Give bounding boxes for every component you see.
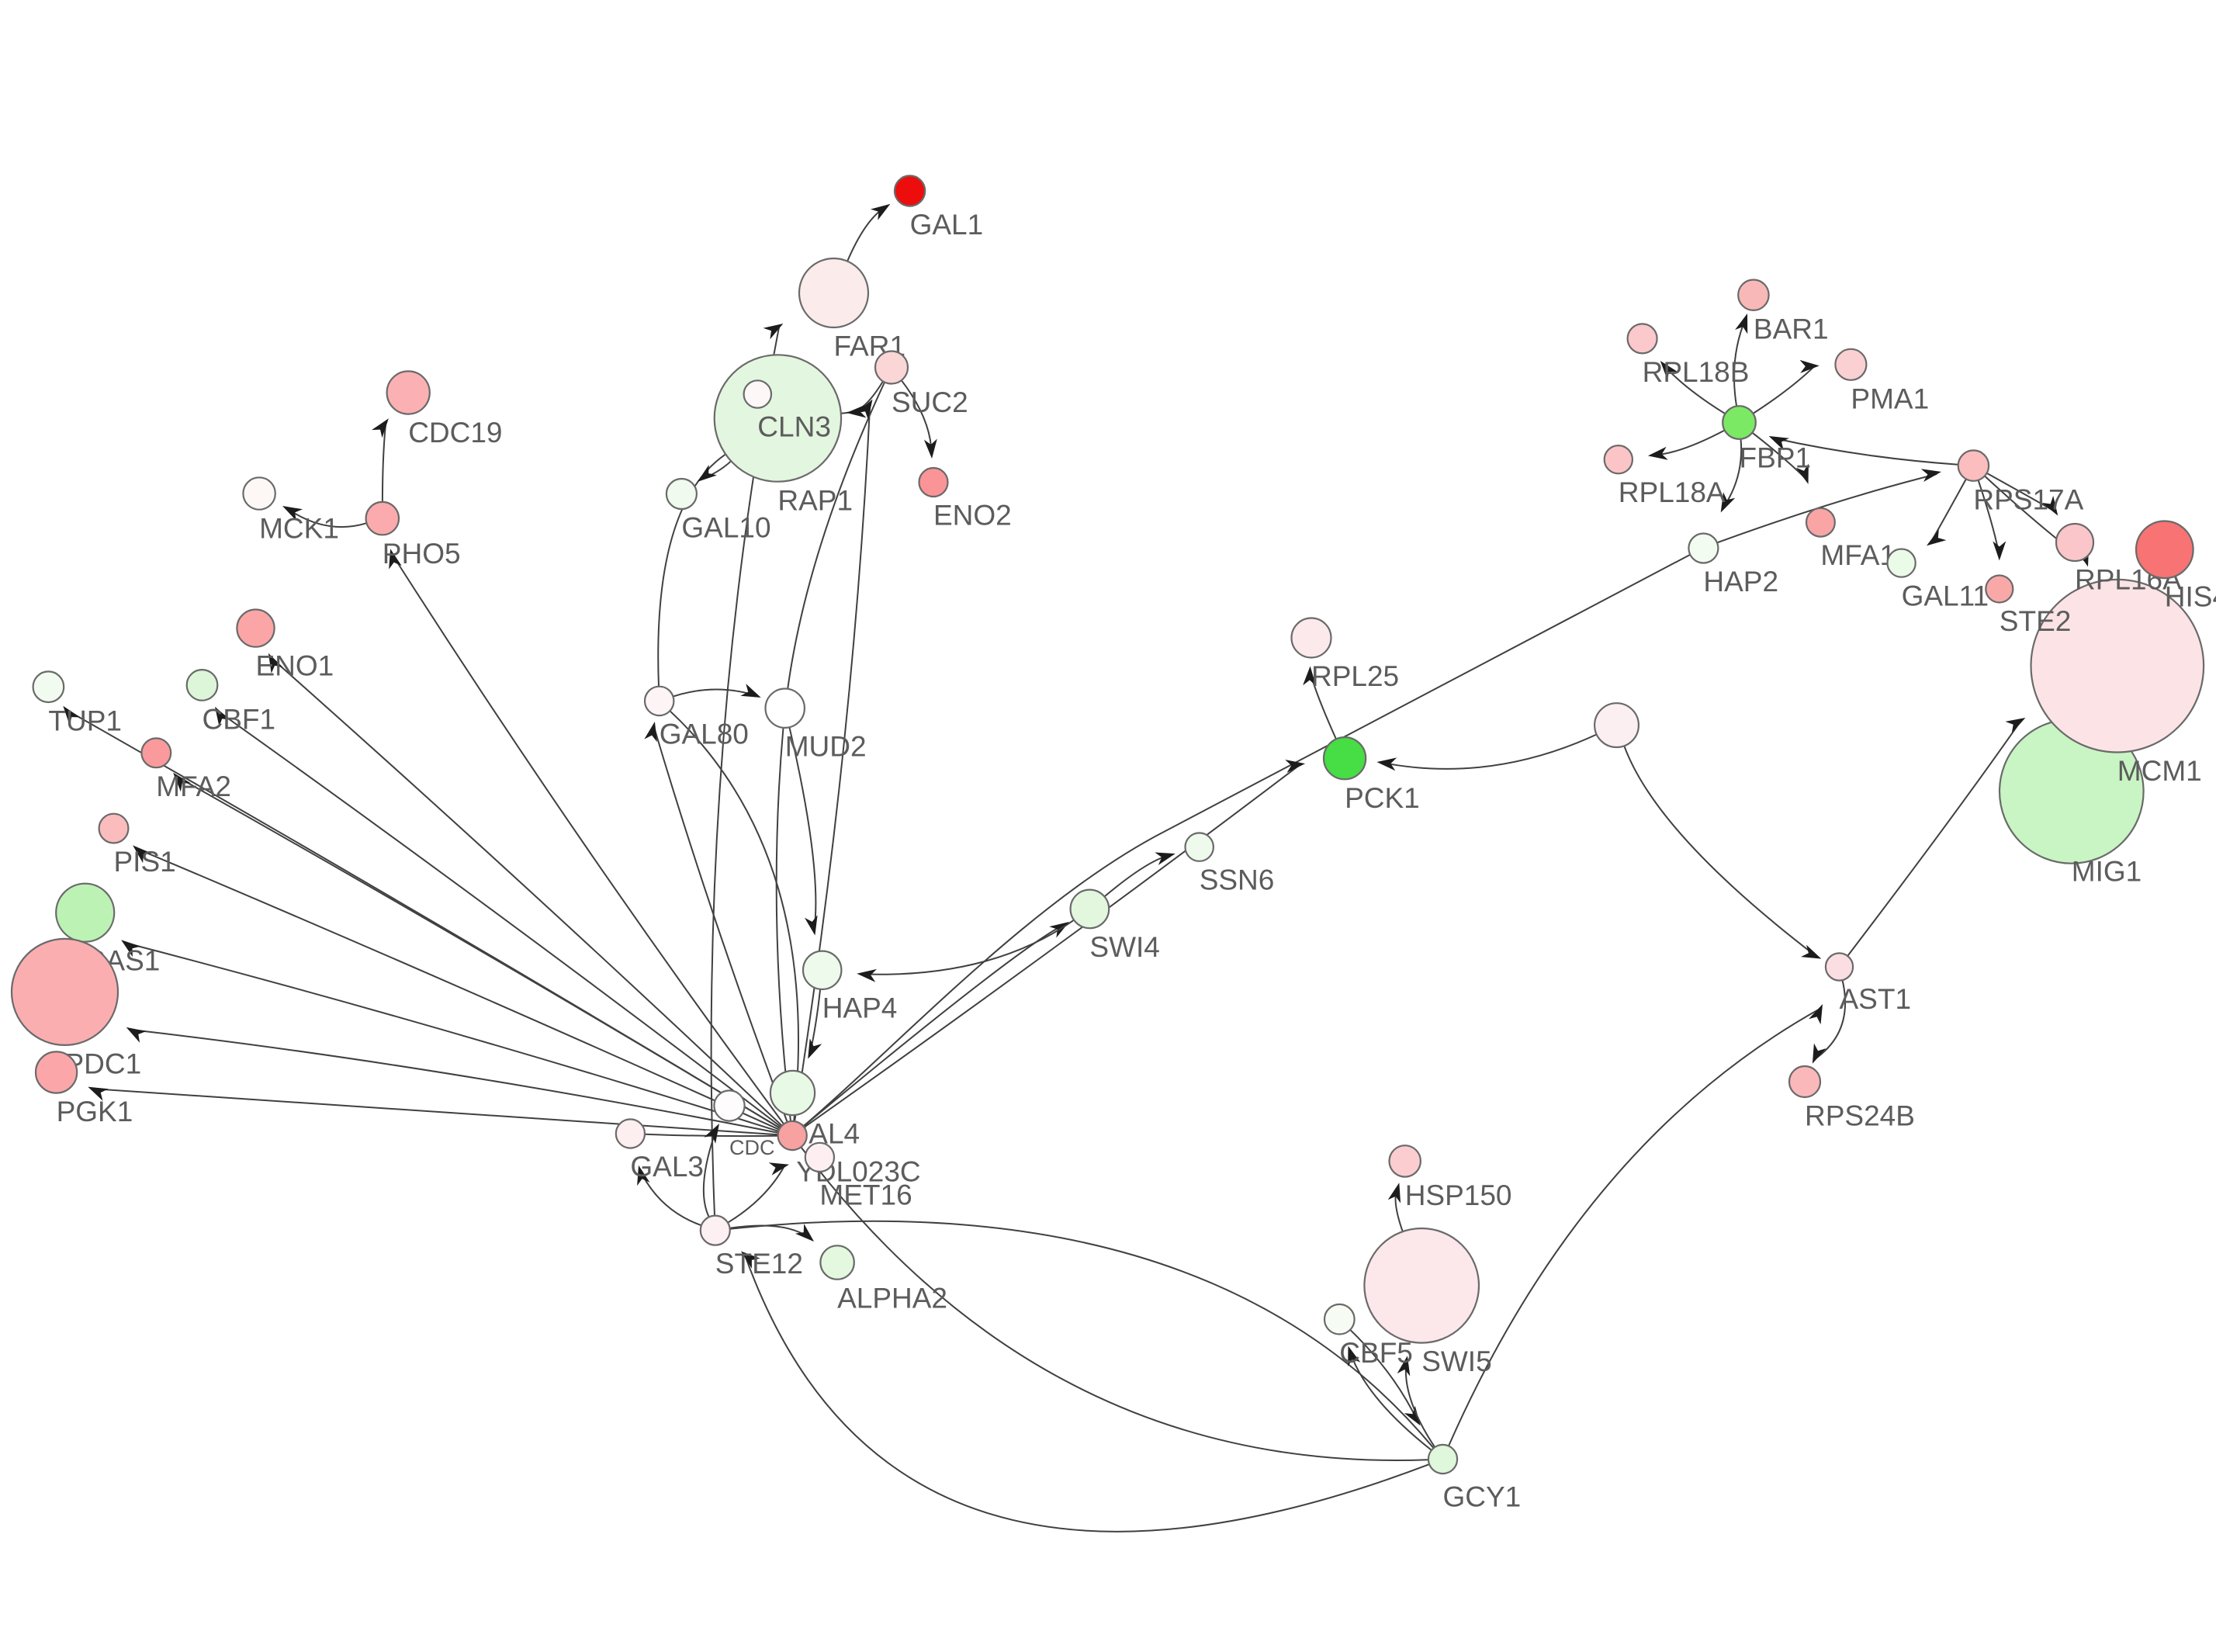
svg-text:PIS1: PIS1 [114, 846, 176, 878]
svg-text:AST1: AST1 [1840, 983, 1912, 1015]
svg-text:HAP2: HAP2 [1703, 566, 1778, 597]
svg-text:MUD2: MUD2 [785, 731, 867, 763]
svg-text:MET16: MET16 [819, 1179, 912, 1211]
svg-text:SWI4: SWI4 [1089, 931, 1159, 963]
svg-text:RPS17A: RPS17A [1973, 483, 2083, 515]
svg-text:RPL25: RPL25 [1311, 660, 1399, 692]
svg-text:CBF1: CBF1 [203, 703, 276, 735]
svg-text:MFA2: MFA2 [156, 771, 231, 802]
svg-text:PMA1: PMA1 [1851, 383, 1929, 414]
svg-text:TUP1: TUP1 [48, 705, 122, 737]
svg-text:SWI5: SWI5 [1421, 1345, 1491, 1377]
svg-text:SSN6: SSN6 [1200, 864, 1275, 895]
svg-text:GAL10: GAL10 [681, 512, 770, 544]
svg-text:RPL18B: RPL18B [1643, 356, 1750, 388]
svg-text:MIG1: MIG1 [2072, 855, 2142, 887]
svg-text:RPL18A: RPL18A [1619, 476, 1726, 508]
svg-text:GCY1: GCY1 [1443, 1481, 1522, 1513]
svg-text:MFA1: MFA1 [1820, 539, 1896, 571]
svg-text:RAP1: RAP1 [777, 484, 853, 516]
svg-text:PGK1: PGK1 [57, 1096, 133, 1127]
svg-text:CBF5: CBF5 [1339, 1337, 1413, 1369]
svg-text:MCK1: MCK1 [259, 512, 339, 544]
svg-text:ENO2: ENO2 [933, 500, 1012, 532]
svg-text:MCM1: MCM1 [2117, 755, 2202, 787]
svg-text:HSP150: HSP150 [1405, 1179, 1512, 1211]
svg-text:STE2: STE2 [2000, 605, 2072, 637]
svg-text:HAP4: HAP4 [822, 992, 898, 1024]
svg-text:STE12: STE12 [715, 1248, 803, 1280]
svg-text:FBP1: FBP1 [1740, 442, 1812, 473]
svg-text:RPS24B: RPS24B [1805, 1100, 1915, 1132]
svg-text:PCK1: PCK1 [1345, 782, 1420, 814]
svg-text:ENO1: ENO1 [256, 649, 334, 681]
svg-text:GAL1: GAL1 [910, 209, 984, 241]
svg-text:GAL3: GAL3 [630, 1151, 704, 1183]
svg-text:CLN3: CLN3 [757, 410, 831, 442]
svg-text:ALPHA2: ALPHA2 [837, 1282, 947, 1314]
svg-text:BAR1: BAR1 [1754, 313, 1829, 345]
svg-text:CDC: CDC [729, 1136, 775, 1159]
svg-text:SUC2: SUC2 [892, 386, 968, 418]
svg-text:CDC19: CDC19 [408, 417, 502, 448]
svg-text:HIS4: HIS4 [2165, 581, 2216, 613]
svg-text:GAL80: GAL80 [660, 719, 749, 750]
svg-text:PHO5: PHO5 [383, 538, 461, 570]
svg-text:GAL11: GAL11 [1902, 580, 1989, 611]
